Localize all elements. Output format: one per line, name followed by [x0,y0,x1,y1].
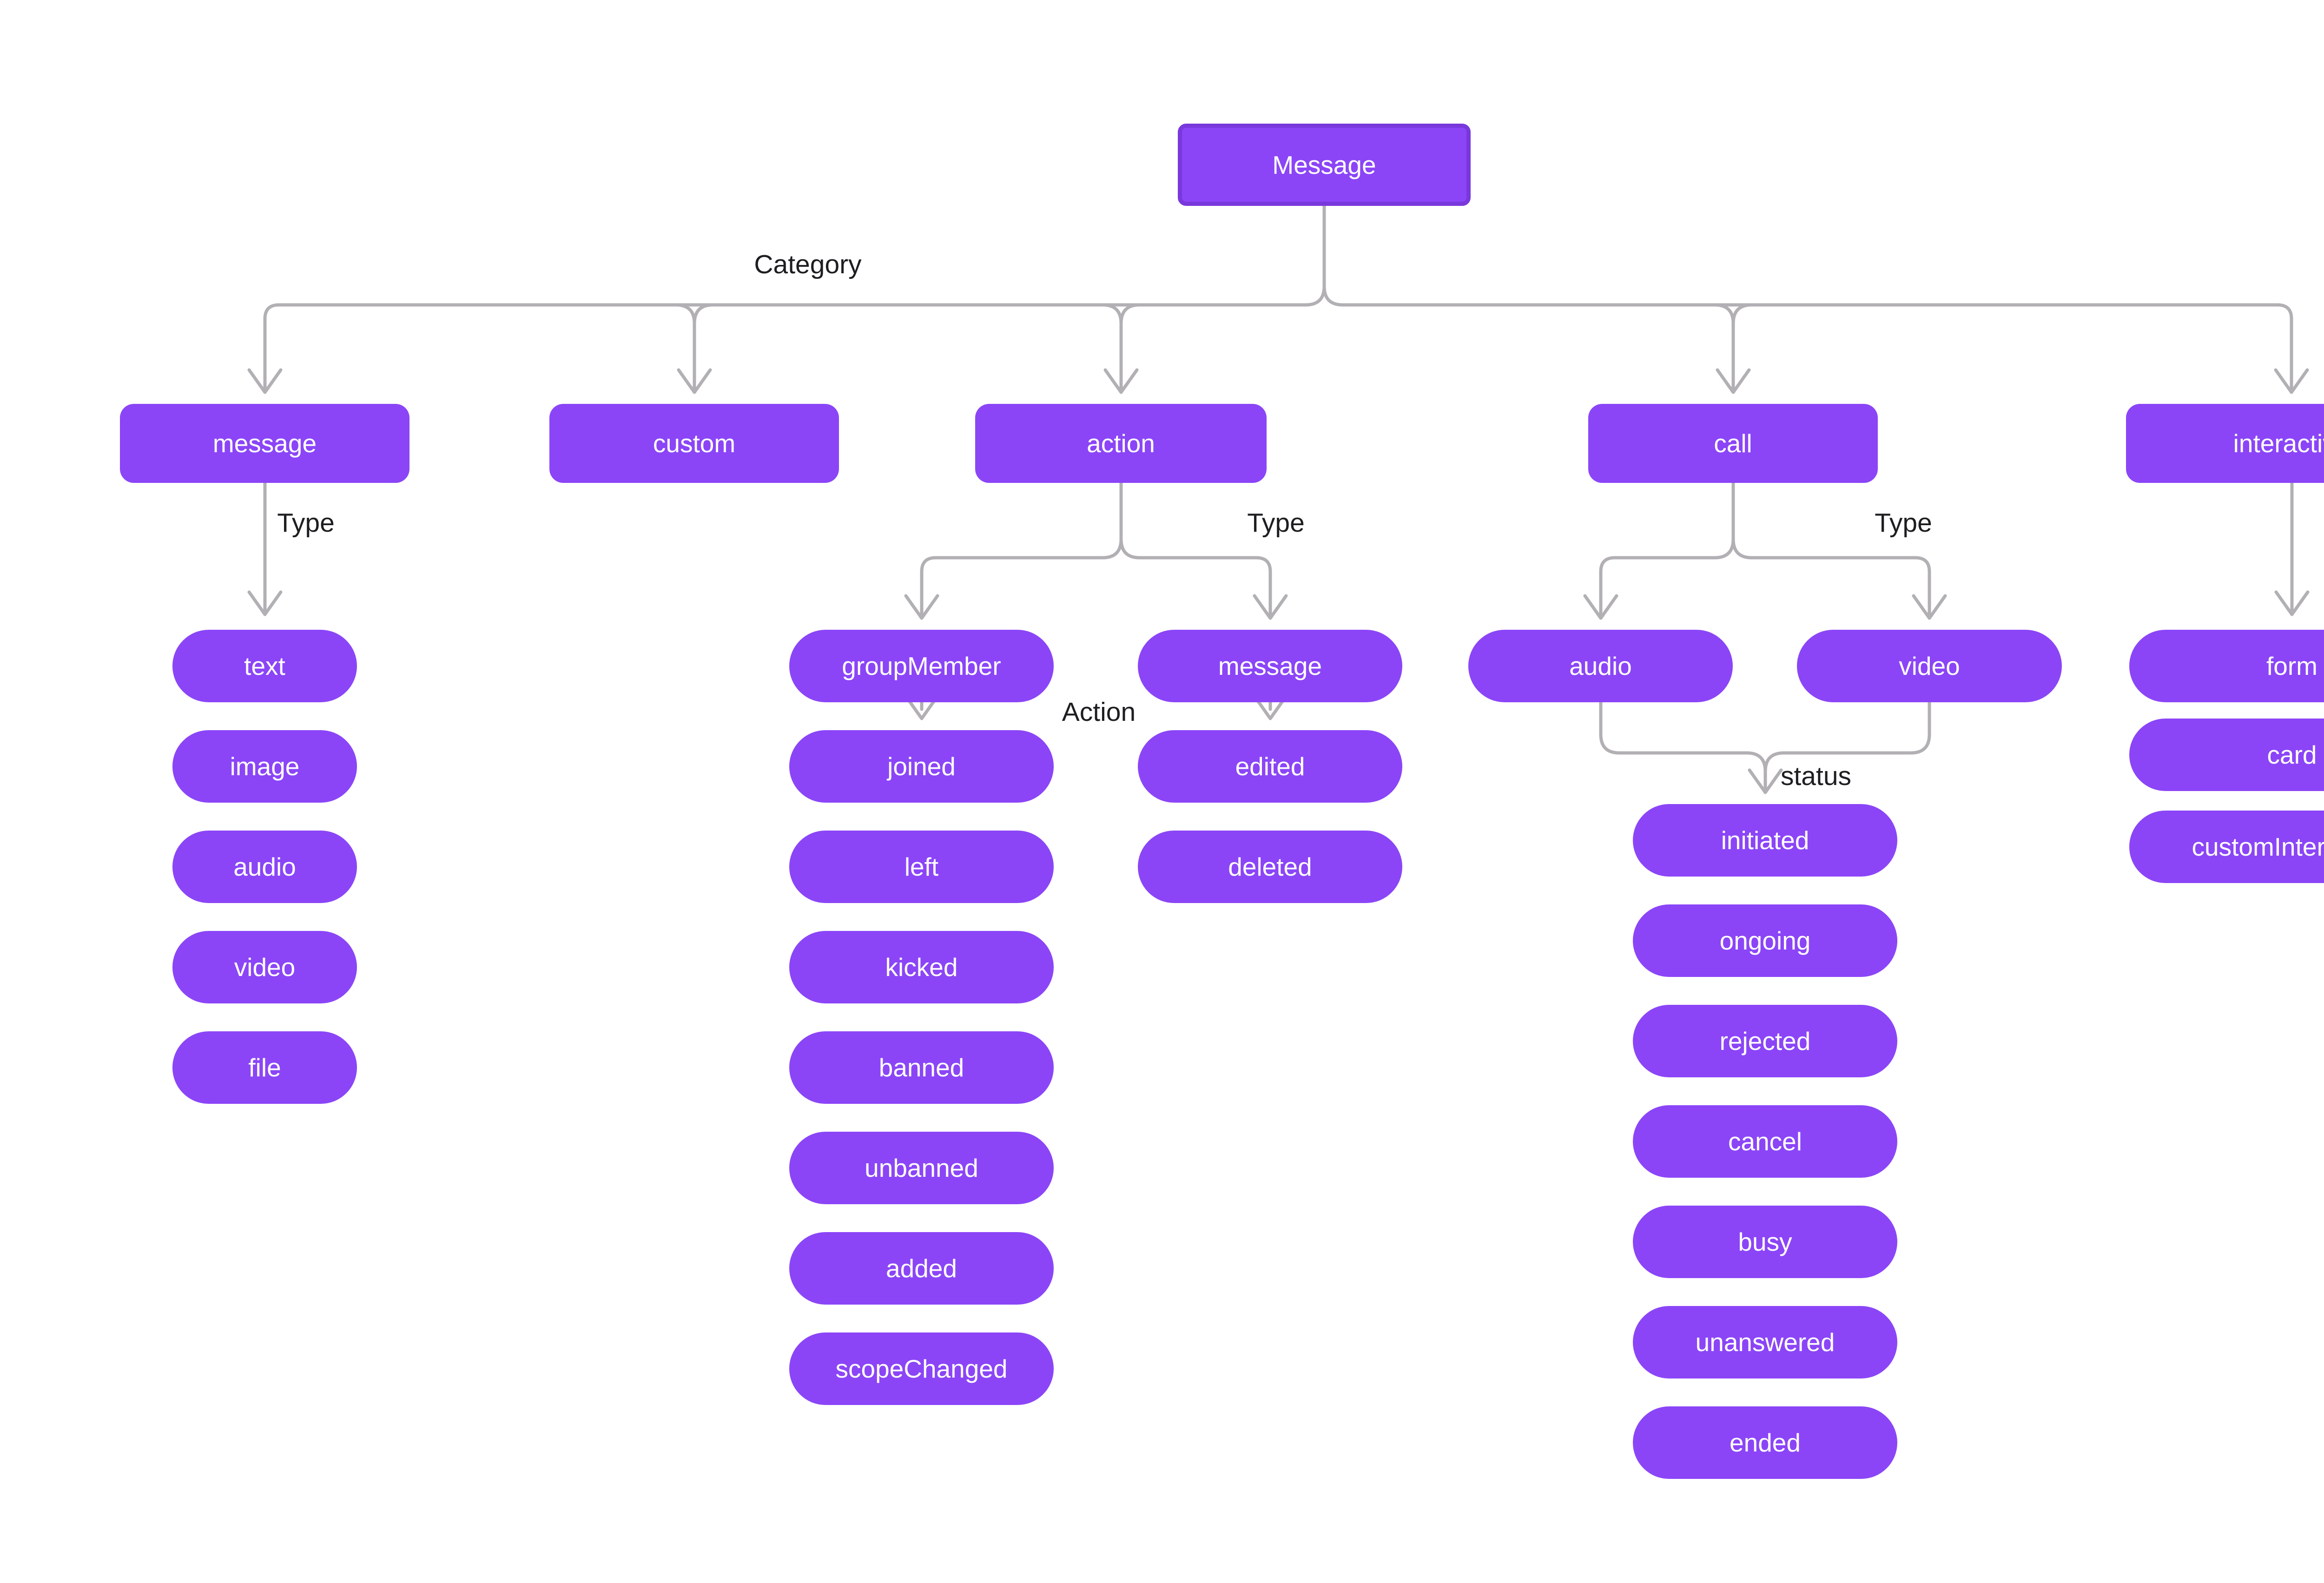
node-type-image: image [172,730,357,803]
node-action-banned: banned [789,1031,1054,1104]
node-status-busy: busy [1633,1206,1897,1278]
arrowhead-form [2274,590,2310,616]
edge-label-category: Category [754,250,862,279]
node-status-ended: ended [1633,1406,1897,1479]
edge-label-action-type: Type [1247,508,1305,538]
node-status-unanswered: unanswered [1633,1306,1897,1379]
node-type-audio: audio [172,831,357,903]
node-action-deleted: deleted [1138,831,1402,903]
node-interactive-custominteractive: customInteractive [2129,811,2324,883]
edge-root-to-categories [263,204,2293,392]
edge-call-split [1599,481,1931,618]
arrowhead-edited [1253,694,1288,720]
edge-action-split [920,481,1272,618]
node-status-ongoing: ongoing [1633,904,1897,977]
node-category-interactive: interactive [2126,404,2324,483]
arrowheads-categories [247,368,2309,394]
node-action-message: message [1138,630,1402,702]
node-interactive-card: card [2129,719,2324,791]
node-action-kicked: kicked [789,931,1054,1003]
node-call-audio: audio [1468,630,1733,702]
node-category-message: message [120,404,409,483]
arrowheads-action-split [904,594,1288,620]
edge-label-group-action: Action [1062,697,1136,727]
node-type-video: video [172,931,357,1003]
node-status-cancel: cancel [1633,1105,1897,1178]
node-root-message: Message [1178,124,1471,206]
node-status-rejected: rejected [1633,1005,1897,1077]
node-action-joined: joined [789,730,1054,803]
edge-call-status-merge [1599,700,1931,792]
node-action-added: added [789,1232,1054,1305]
node-action-groupmember: groupMember [789,630,1054,702]
node-status-initiated: initiated [1633,804,1897,877]
node-action-unbanned: unbanned [789,1132,1054,1204]
node-category-custom: custom [549,404,839,483]
node-interactive-form: form [2129,630,2324,702]
node-action-left: left [789,831,1054,903]
edge-label-message-type: Type [277,508,335,538]
node-action-edited: edited [1138,730,1402,803]
node-action-scopechanged: scopeChanged [789,1332,1054,1405]
node-category-action: action [975,404,1267,483]
edge-label-call-type: Type [1875,508,1932,538]
edge-label-call-status: status [1780,761,1852,791]
node-type-file: file [172,1031,357,1104]
node-type-text: text [172,630,357,702]
node-category-call: call [1588,404,1878,483]
node-call-video: video [1797,630,2062,702]
arrowhead-initiated [1748,768,1783,794]
arrowhead-joined [904,694,939,720]
arrowheads-call-split [1583,594,1947,620]
arrowhead-text [247,590,283,616]
